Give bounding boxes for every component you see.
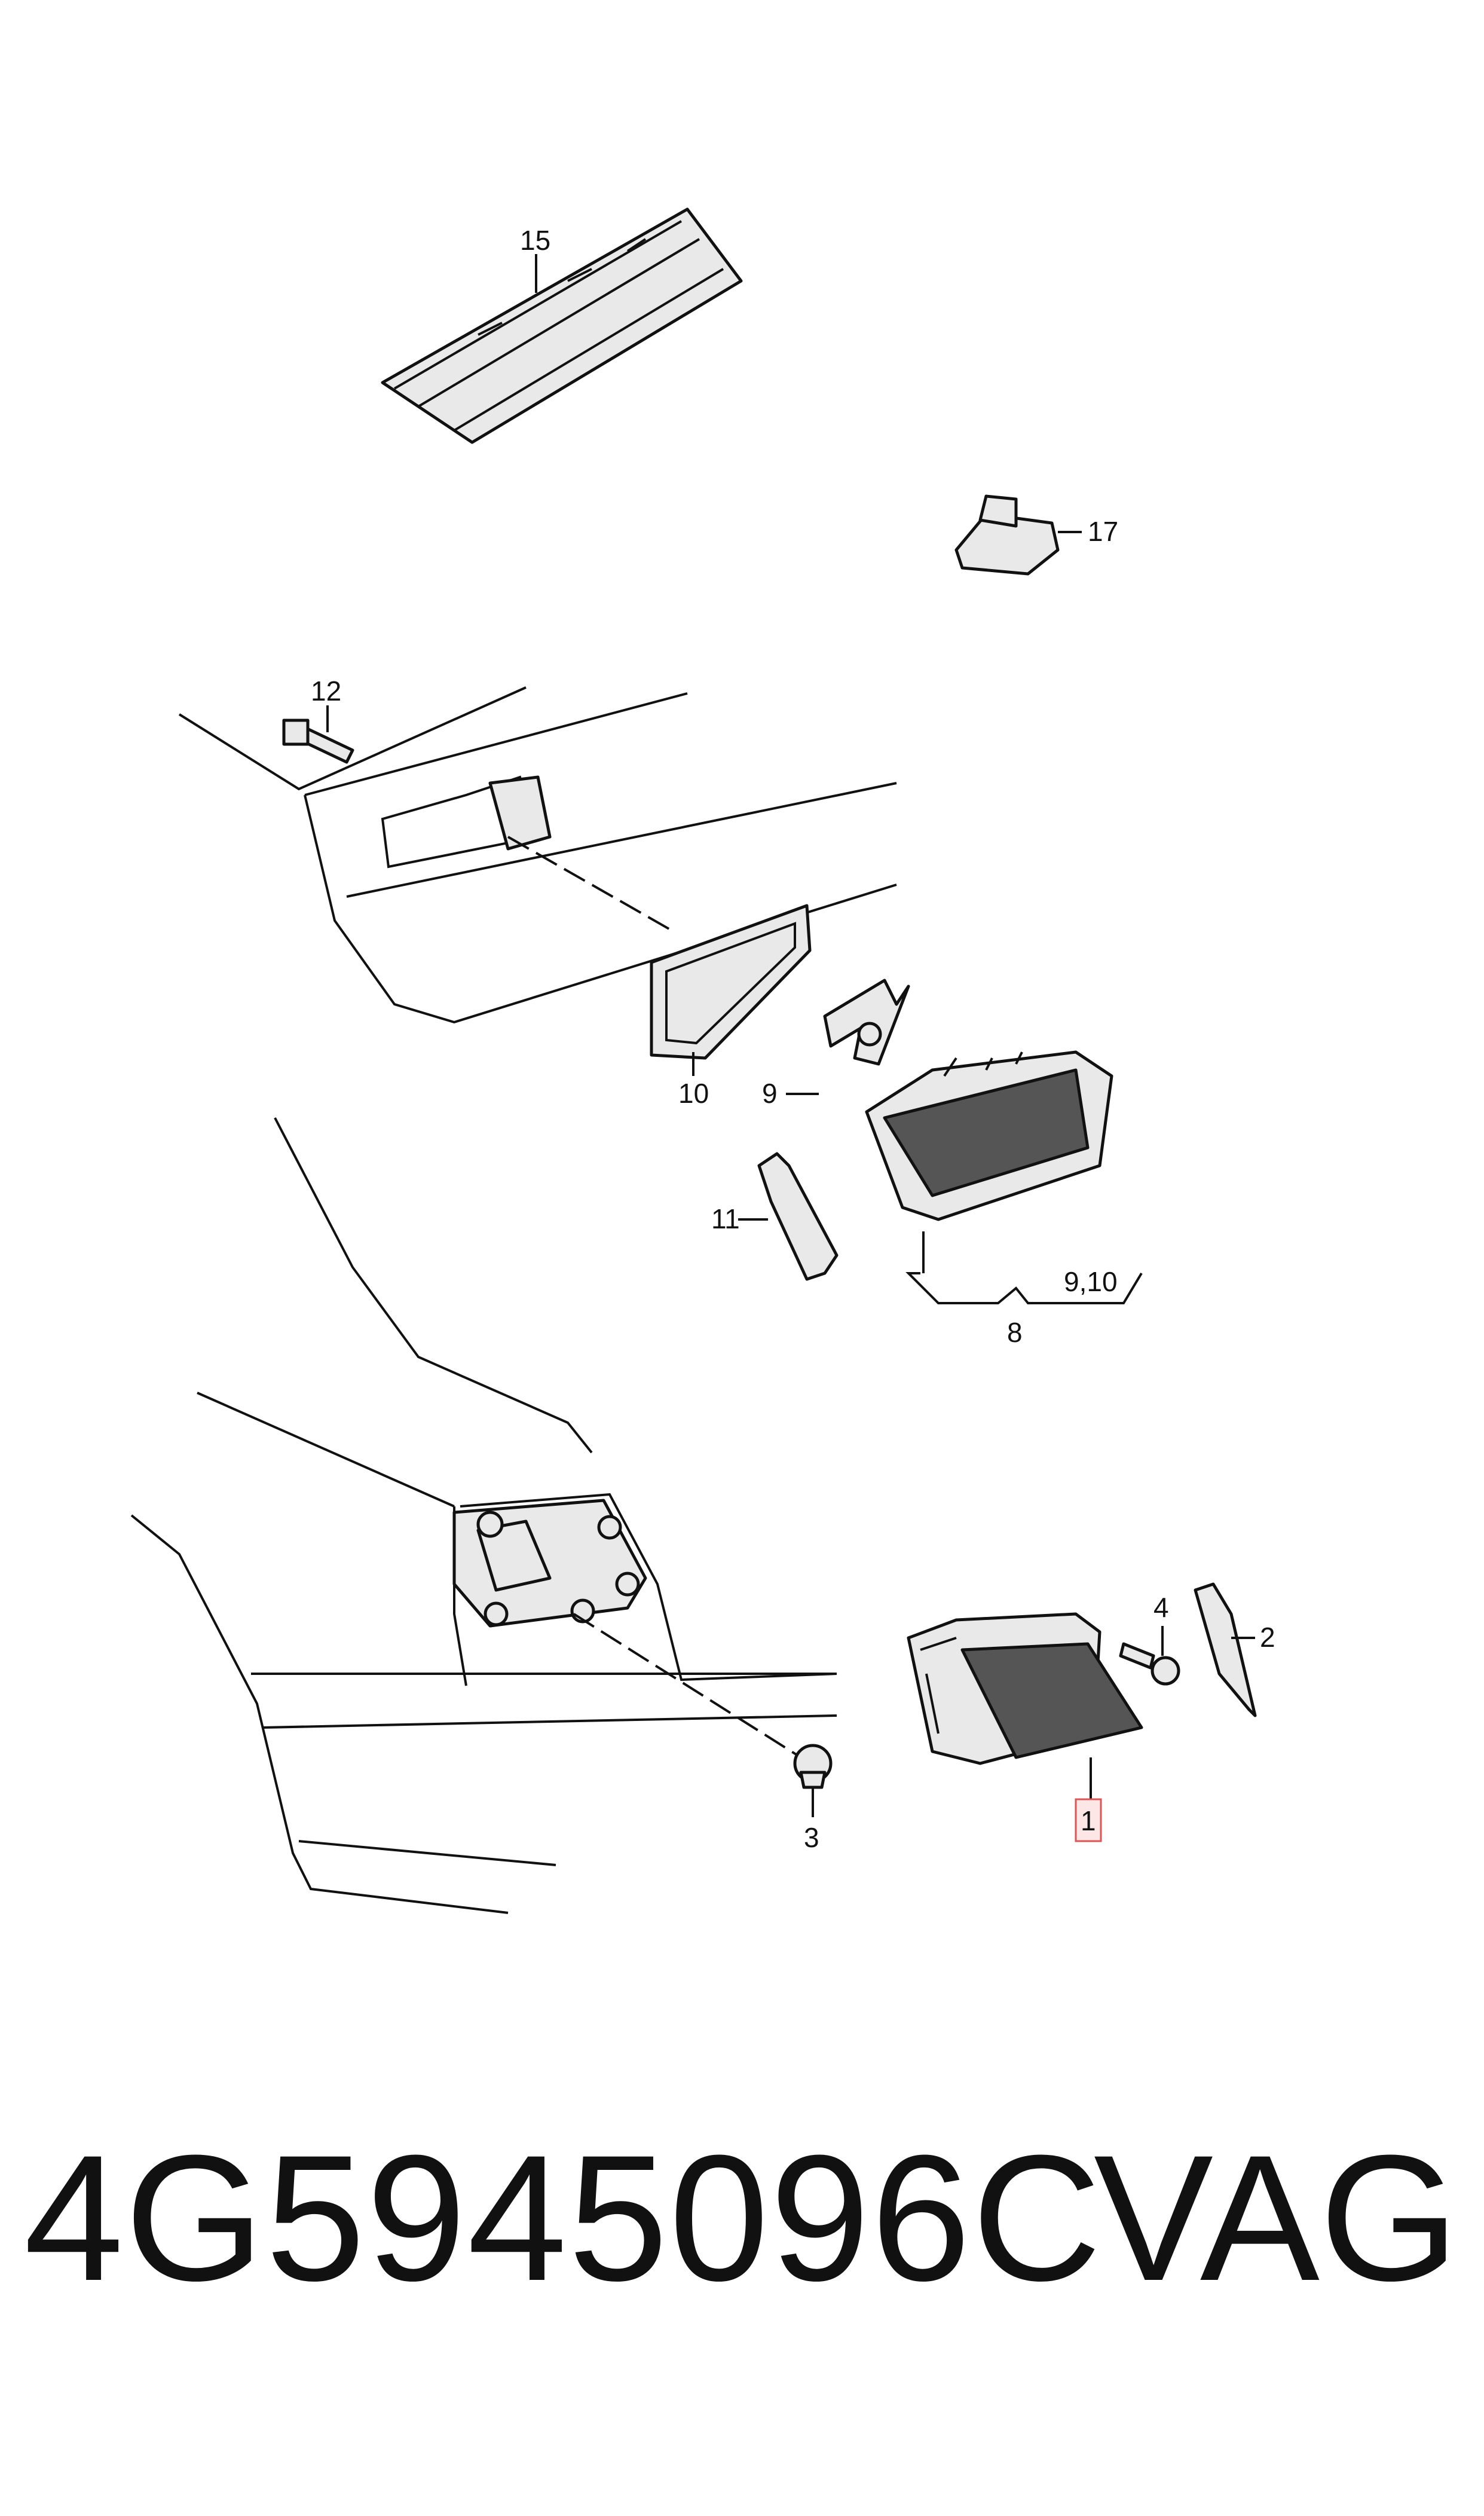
part-number: 4G5945096C [24, 2117, 1103, 2318]
part-3-clip [793, 1744, 833, 1789]
part-8-inner-tail-light [865, 1050, 1113, 1221]
part-4-nut [1119, 1642, 1180, 1686]
callout-2: 2 [1260, 1622, 1275, 1653]
part-1-outer-tail-light[interactable] [907, 1612, 1143, 1765]
part-17-license-plate-lamp [954, 494, 1060, 576]
part-9-bracket [823, 979, 910, 1066]
callout-9-10: 9,10 [1064, 1266, 1118, 1297]
callout-9: 9 [762, 1078, 778, 1109]
callout-1-highlight [1075, 1798, 1102, 1842]
part-12-bolt [282, 719, 354, 764]
callout-8: 8 [1007, 1317, 1023, 1348]
part-10-gasket [650, 904, 812, 1060]
callout-17: 17 [1088, 516, 1118, 547]
body-quarter-panel [130, 1117, 837, 1914]
brand-label: VAG [1094, 2117, 1459, 2318]
tail-light-housing-cutout [452, 1499, 647, 1628]
callout-4: 4 [1153, 1592, 1169, 1623]
part-11-seal-strip [757, 1152, 839, 1281]
part-15-high-mount-brake-light [381, 207, 743, 444]
trunk-lid [178, 686, 897, 1024]
callout-11: 11 [711, 1203, 740, 1234]
callout-1: 1 [1081, 1805, 1096, 1836]
callout-3: 3 [804, 1822, 819, 1853]
part-2-seal [1194, 1582, 1257, 1717]
callout-15: 15 [520, 225, 550, 256]
callout-10: 10 [678, 1078, 709, 1109]
callout-12: 12 [311, 675, 341, 707]
